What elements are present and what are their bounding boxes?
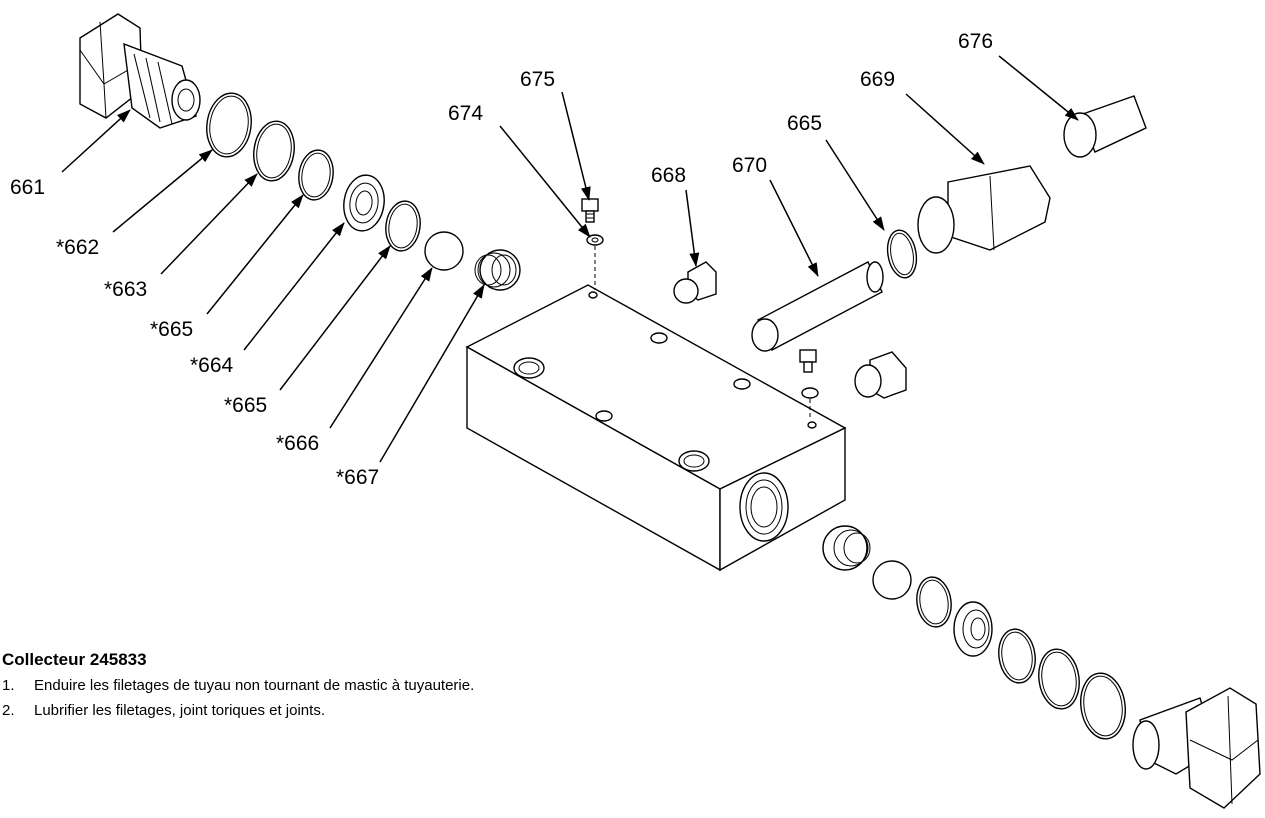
callout-674: 674 — [448, 102, 483, 125]
screw-675 — [581, 198, 599, 223]
callout-669: 669 — [860, 68, 895, 91]
callout-675: 675 — [520, 68, 555, 91]
right-plug — [854, 351, 907, 399]
plug-668 — [673, 261, 717, 304]
note-number: 1. — [2, 677, 15, 694]
callout-662: *662 — [56, 236, 99, 259]
callout-667: *667 — [336, 466, 379, 489]
ball-lower — [872, 560, 912, 600]
callout-663: *663 — [104, 278, 147, 301]
notes-title: Collecteur 245833 — [2, 650, 147, 669]
o-ring-665-a — [298, 149, 334, 201]
note-text: Enduire les filetages de tuyau non tourn… — [34, 677, 475, 694]
callout-666: *666 — [276, 432, 319, 455]
notes-block: Collecteur 245833 1. Enduire les filetage… — [2, 650, 762, 723]
note-item: 1. Enduire les filetages de tuyau non tou… — [2, 673, 762, 698]
o-ring-lower-4 — [1080, 672, 1126, 740]
lockwasher-674 — [586, 234, 604, 246]
spring-lower — [822, 525, 871, 571]
manifold-block — [465, 284, 847, 572]
o-ring-662 — [206, 92, 252, 158]
adapter-669 — [917, 165, 1051, 254]
ball-666 — [424, 231, 464, 271]
callout-670: 670 — [732, 154, 767, 177]
o-ring-665-c — [886, 229, 918, 279]
valve-housing-lower — [1132, 687, 1261, 809]
spring-667 — [474, 249, 521, 291]
valve-housing-661 — [79, 13, 201, 129]
callout-668: 668 — [651, 164, 686, 187]
o-ring-lower-2 — [998, 628, 1036, 684]
seat-lower — [953, 601, 993, 657]
note-number: 2. — [2, 702, 15, 719]
callout-665-b: *665 — [224, 394, 267, 417]
callout-676: 676 — [958, 30, 993, 53]
callout-661: 661 — [10, 176, 45, 199]
leader-lines — [61, 55, 1079, 463]
seat-664 — [343, 174, 385, 232]
o-ring-665-b — [385, 200, 421, 252]
fitting-676 — [1063, 95, 1147, 158]
callout-665-a: *665 — [150, 318, 193, 341]
note-item: 2. Lubrifier les filetages, joint torique… — [2, 698, 762, 723]
note-text: Lubrifier les filetages, joint toriques … — [34, 702, 325, 719]
o-ring-lower-3 — [1038, 648, 1080, 710]
callout-664: *664 — [190, 354, 234, 377]
callout-665-c: 665 — [787, 112, 822, 135]
o-ring-663 — [253, 120, 295, 182]
pipe-nipple-670 — [751, 261, 884, 352]
right-screw — [799, 349, 819, 420]
o-ring-lower-1 — [916, 576, 952, 628]
